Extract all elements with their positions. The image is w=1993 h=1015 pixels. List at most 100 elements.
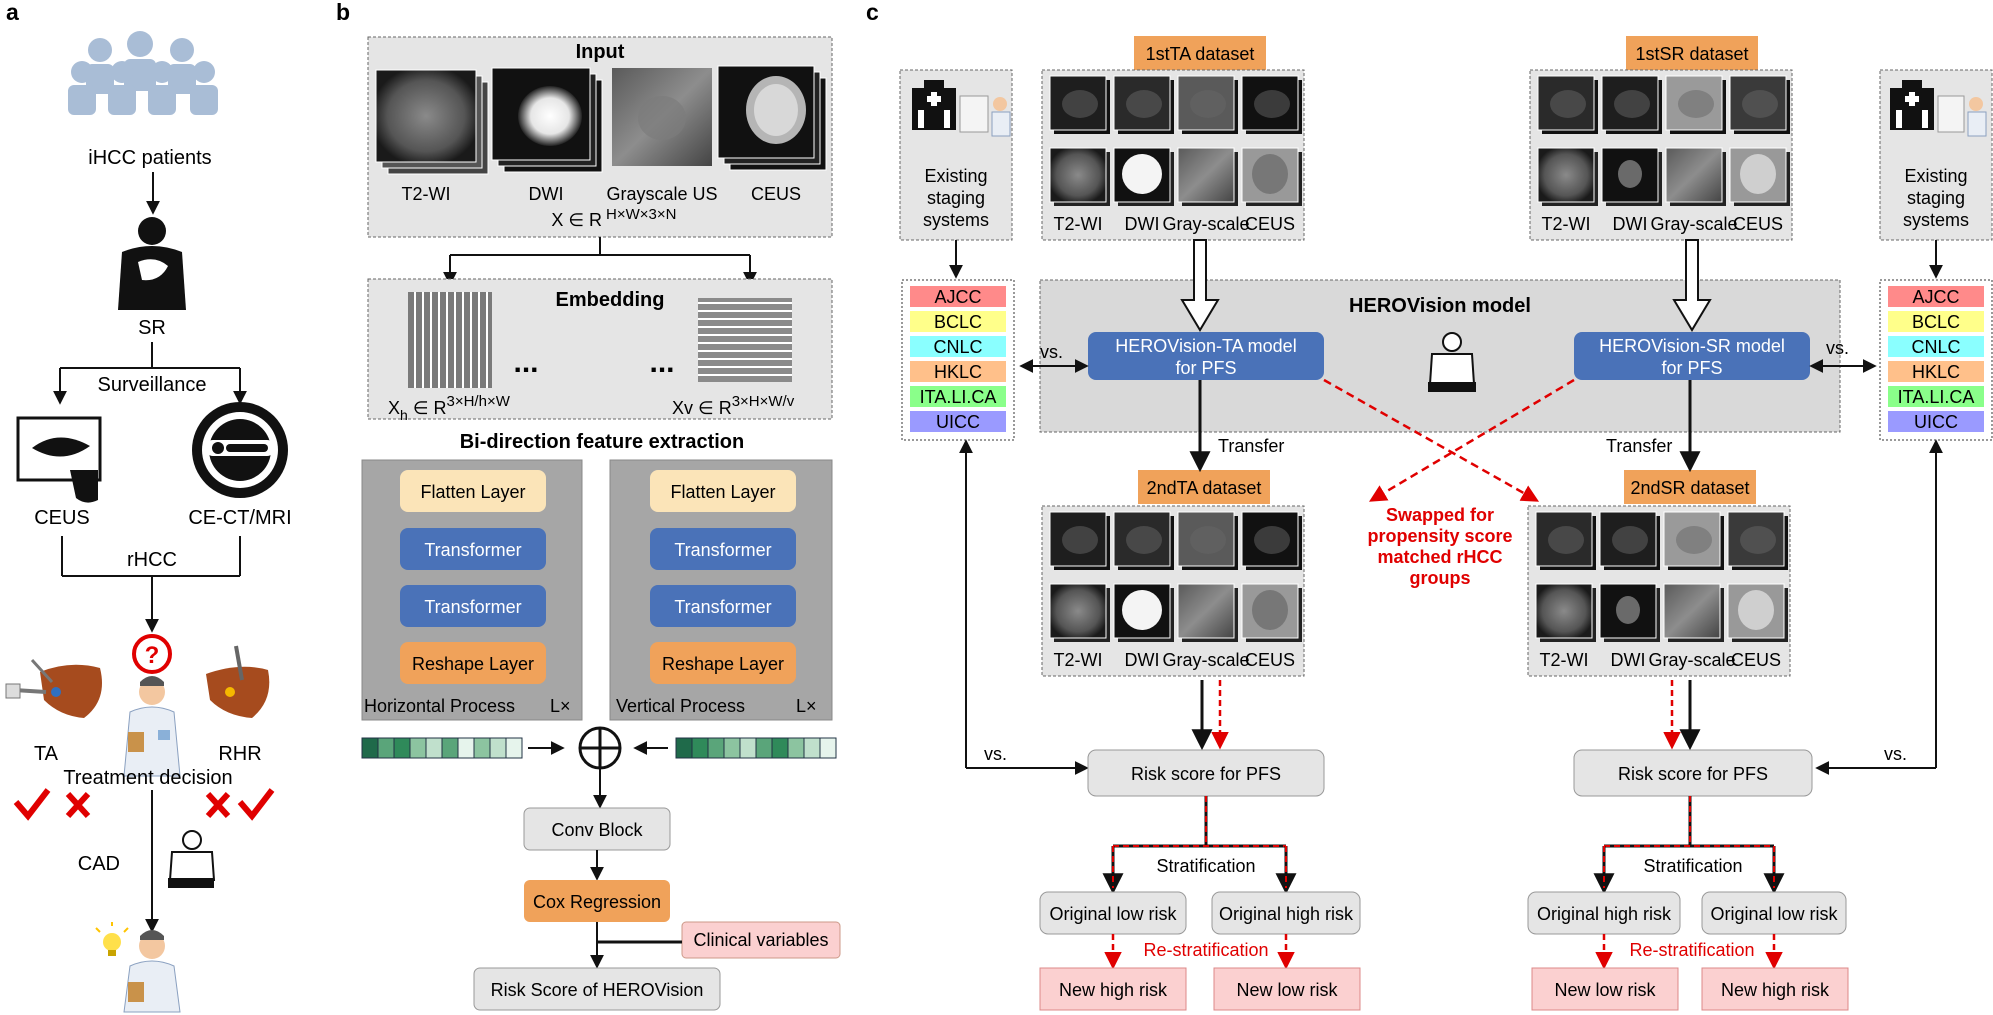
lesion-image — [1537, 147, 1595, 203]
lesion-image — [1049, 147, 1107, 203]
panel-letter-a: a — [6, 0, 19, 25]
transformer-label: Transformer — [674, 540, 771, 560]
sum-icon — [578, 726, 622, 770]
panel-a: iHCC patients SR Surveillance CEUS — [5, 31, 292, 1013]
patients-label: iHCC patients — [88, 147, 211, 169]
new-risk-label: New high risk — [1721, 980, 1830, 1000]
surveillance-label: Surveillance — [98, 374, 207, 396]
existing-label: systems — [1903, 210, 1969, 230]
lesion-image — [1663, 583, 1721, 639]
new-risk-box — [1701, 967, 1849, 1011]
modality-label: T2-WI — [1054, 650, 1103, 670]
stratification-label: Stratification — [1156, 856, 1255, 876]
staging-item-label: UICC — [1914, 412, 1958, 432]
model-ta-label: HEROVision-TA model — [1115, 336, 1296, 356]
lesion-blob — [1252, 590, 1288, 630]
flatten-layer — [400, 470, 546, 512]
modality-label: CEUS — [1245, 650, 1295, 670]
organ-shape — [1126, 526, 1162, 554]
modality-label: T2-WI — [402, 184, 451, 204]
ta-label: TA — [34, 743, 59, 765]
transformer-label: Transformer — [674, 597, 771, 617]
modality-label: Gray-scale — [1162, 214, 1249, 234]
lesion-blob — [1616, 596, 1640, 624]
organ-shape — [1550, 90, 1586, 118]
token-cell — [393, 737, 411, 759]
token-cell — [723, 737, 741, 759]
staging-item — [1888, 336, 1984, 357]
original-risk-label: Original high risk — [1219, 904, 1354, 924]
question-icon: ? — [132, 634, 172, 674]
lightbulb-icon — [95, 922, 129, 956]
cross-icon — [65, 791, 91, 819]
clinical-variables — [681, 921, 841, 959]
model-ta-box[interactable] — [1088, 332, 1324, 380]
horizontal-token-strip — [361, 737, 523, 759]
staging-item — [1888, 386, 1984, 407]
token-cell — [489, 737, 507, 759]
conv-block-label: Conv Block — [551, 820, 643, 840]
transformer-layer — [650, 585, 796, 627]
staging-item — [910, 286, 1006, 307]
existing-label: staging — [1907, 188, 1965, 208]
doctor-icon — [123, 930, 181, 1013]
xv-formula: Xv ∈ R3×H×W/v — [672, 393, 795, 418]
horizontal-patches — [408, 292, 492, 388]
new-risk-label: New high risk — [1059, 980, 1168, 1000]
hospital-icon — [912, 80, 1011, 137]
original-risk-label: Original low risk — [1049, 904, 1177, 924]
risk-pfs-label: Risk score for PFS — [1131, 764, 1281, 784]
patient-group-icon — [68, 31, 218, 115]
staging-item-label: ITA.LI.CA — [1898, 387, 1975, 407]
staging-item — [1888, 311, 1984, 332]
modality-label: Gray-scale — [1162, 650, 1249, 670]
person-liver-icon — [118, 217, 186, 310]
cox-regression-label: Cox Regression — [533, 892, 661, 912]
swapped-label: Swapped for — [1386, 505, 1494, 525]
token-cell — [409, 737, 427, 759]
lesion-image — [1177, 583, 1235, 639]
lesion-image — [1177, 147, 1235, 203]
model-sr-box[interactable] — [1574, 332, 1810, 380]
cox-regression — [524, 880, 670, 922]
swapped-label: propensity score — [1367, 526, 1512, 546]
modality-label: T2-WI — [1540, 650, 1589, 670]
svg-text:?: ? — [145, 642, 160, 669]
staging-item-label: HKLC — [1912, 362, 1960, 382]
staging-item-label: CNLC — [1911, 337, 1960, 357]
ceus-label: CEUS — [34, 507, 90, 529]
organ-shape — [1678, 90, 1714, 118]
organ-shape — [1742, 90, 1778, 118]
risk-score-box — [473, 967, 721, 1011]
modality-label: T2-WI — [1054, 214, 1103, 234]
doctor-icon — [123, 676, 181, 777]
token-cell — [803, 737, 821, 759]
check-icon — [237, 788, 275, 821]
modality-label: DWI — [1125, 214, 1160, 234]
staging-item — [910, 411, 1006, 432]
transfer-label: Transfer — [1606, 436, 1672, 456]
x-formula: X ∈ R — [551, 210, 602, 230]
model-sr-label: for PFS — [1661, 358, 1722, 378]
hollow-arrow — [1180, 239, 1220, 332]
modality-label: DWI — [1613, 214, 1648, 234]
existing-label: systems — [923, 210, 989, 230]
staging-item — [1888, 361, 1984, 382]
swapped-label: matched rHCC — [1377, 547, 1502, 567]
treatment-label: Treatment decision — [63, 767, 232, 789]
token-cell — [457, 737, 475, 759]
lesion-blob — [1618, 160, 1642, 188]
staging-item — [910, 336, 1006, 357]
staging-item-label: BCLC — [934, 312, 982, 332]
transformer-layer — [650, 528, 796, 570]
staging-item-label: AJCC — [934, 287, 981, 307]
model-title: HEROVision model — [1349, 295, 1531, 317]
lesion-image — [1535, 583, 1593, 639]
organ-shape — [1676, 526, 1712, 554]
organ-shape — [1614, 90, 1650, 118]
modality-label: CEUS — [1733, 214, 1783, 234]
transfer-label: Transfer — [1218, 436, 1284, 456]
organ-shape — [1190, 90, 1226, 118]
lesion-blob — [1738, 590, 1774, 630]
